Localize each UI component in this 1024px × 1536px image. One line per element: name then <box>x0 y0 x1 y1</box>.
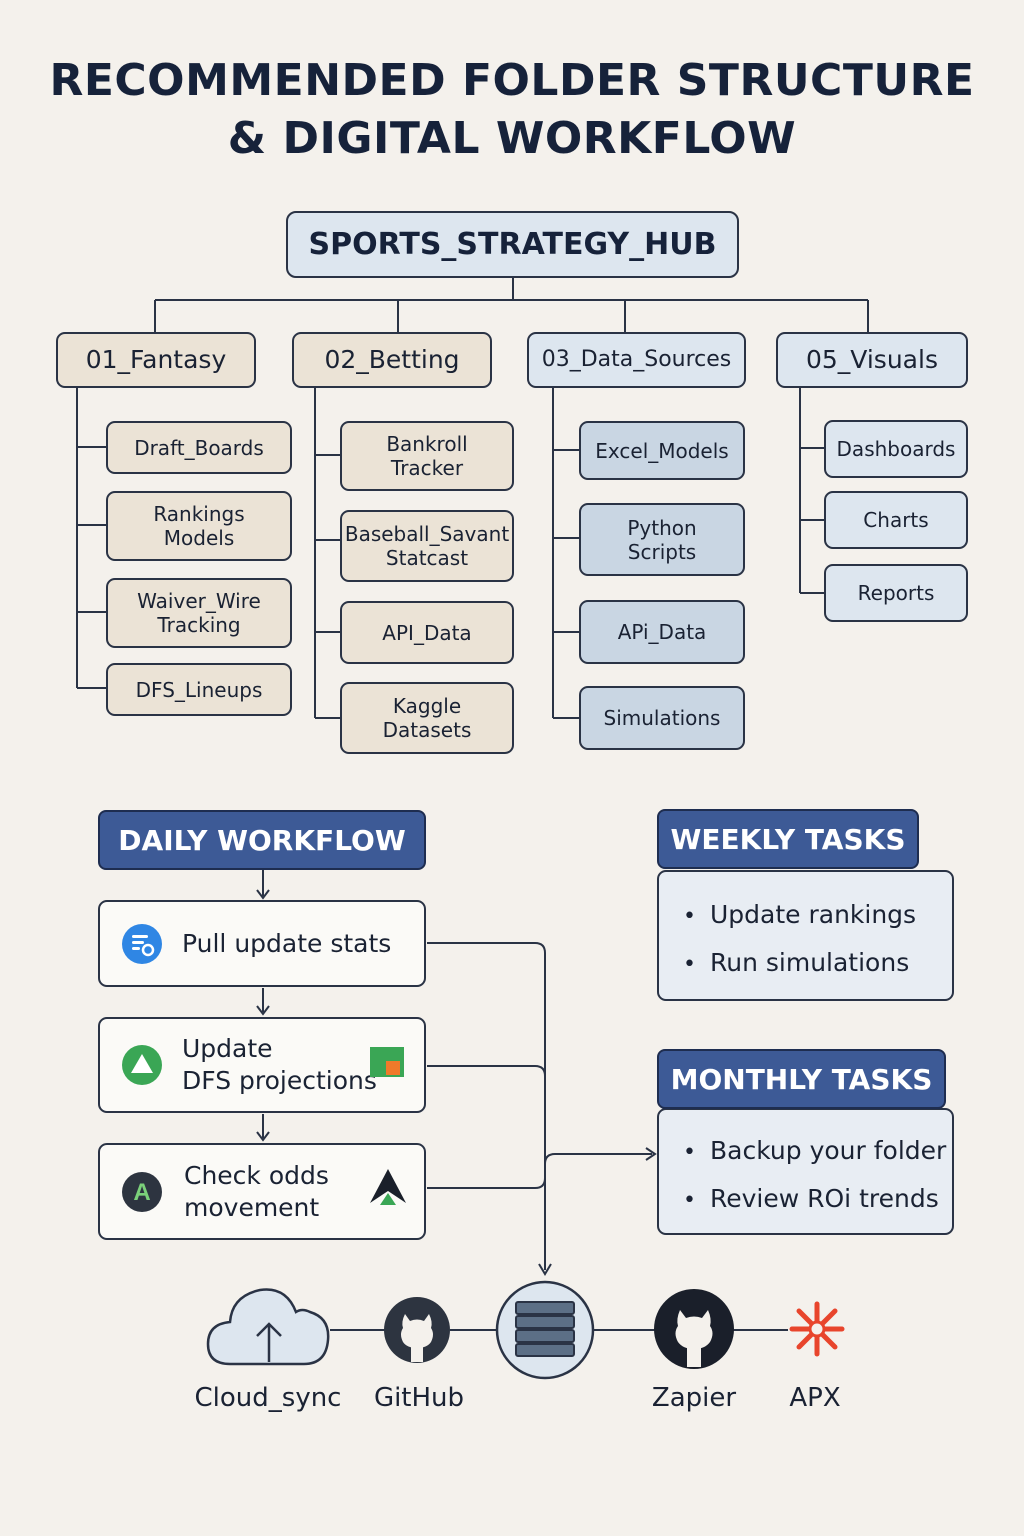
subfolder-charts[interactable]: Charts <box>824 491 968 549</box>
folder-visuals[interactable]: 05_Visuals <box>776 332 968 388</box>
folder-fantasy-label: 01_Fantasy <box>85 345 227 374</box>
folder-data-sources[interactable]: 03_Data_Sources <box>527 332 746 388</box>
subfolder-baseball-savant-statcast[interactable]: Baseball_Savant Statcast <box>340 510 514 582</box>
cloud-upload-icon[interactable] <box>206 1282 332 1372</box>
subfolder-label: Statcast <box>385 546 469 570</box>
database-icon[interactable] <box>495 1280 595 1384</box>
weekly-tasks-header-label: WEEKLY TASKS <box>670 822 906 856</box>
monthly-tasks-header-label: MONTHLY TASKS <box>670 1062 933 1096</box>
weekly-tasks-list: Update rankings Run simulations <box>683 892 952 988</box>
subfolder-label: Models <box>163 526 235 550</box>
weekly-task-item: Update rankings <box>683 892 952 940</box>
weekly-task-item: Run simulations <box>683 940 952 988</box>
folder-betting-label: 02_Betting <box>324 345 460 374</box>
subfolder-label: Bankroll <box>386 432 468 456</box>
tool-label-apx: APX <box>789 1383 841 1413</box>
svg-text:A: A <box>133 1179 150 1206</box>
folder-fantasy[interactable]: 01_Fantasy <box>56 332 256 388</box>
tool-label-github: GitHub <box>373 1383 465 1413</box>
subfolder-bankroll-tracker[interactable]: Bankroll Tracker <box>340 421 514 491</box>
subfolder-label: Kaggle <box>392 694 462 718</box>
subfolder-label: Rankings <box>153 502 245 526</box>
subfolder-label: Python <box>627 515 697 540</box>
github-icon[interactable] <box>383 1296 451 1368</box>
step-label-group: Check odds movement <box>184 1160 329 1224</box>
subfolder-api-data[interactable]: API_Data <box>340 601 514 664</box>
monthly-tasks-panel: Backup your folder Review ROi trends <box>657 1108 954 1235</box>
stats-icon <box>122 923 162 964</box>
subfolder-label: Charts <box>863 508 929 532</box>
subfolder-reports[interactable]: Reports <box>824 564 968 622</box>
subfolder-simulations[interactable]: Simulations <box>579 686 745 750</box>
root-folder-label: SPORTS_STRATEGY_HUB <box>308 226 717 262</box>
step-label: movement <box>184 1192 320 1222</box>
triangle-icon <box>122 1045 162 1085</box>
monthly-tasks-list: Backup your folder Review ROi trends <box>683 1128 952 1224</box>
step-label-group: Update DFS projections <box>182 1033 377 1097</box>
subfolder-label: Tracker <box>390 456 464 480</box>
subfolder-excel-models[interactable]: Excel_Models <box>579 421 745 480</box>
subfolder-api-data-sources[interactable]: APi_Data <box>579 600 745 664</box>
title-line-1: RECOMMENDED FOLDER STRUCTURE <box>49 55 975 106</box>
subfolder-waiver-wire-tracking[interactable]: Waiver_Wire Tracking <box>106 578 292 648</box>
title-line-2: & DIGITAL WORKFLOW <box>227 113 797 164</box>
subfolder-dfs-lineups[interactable]: DFS_Lineups <box>106 663 292 716</box>
subfolder-dashboards[interactable]: Dashboards <box>824 420 968 478</box>
step-check-odds-movement[interactable]: A Check odds movement <box>98 1143 426 1240</box>
step-label: Update <box>182 1034 273 1063</box>
weekly-tasks-panel: Update rankings Run simulations <box>657 870 954 1001</box>
subfolder-label: Baseball_Savant <box>344 522 510 546</box>
subfolder-label: Excel_Models <box>595 438 729 463</box>
subfolder-label: Datasets <box>382 718 472 742</box>
root-folder[interactable]: SPORTS_STRATEGY_HUB <box>286 211 739 278</box>
tool-label-zapier: Zapier <box>651 1383 737 1413</box>
step-update-dfs-projections[interactable]: Update DFS projections <box>98 1017 426 1113</box>
subfolder-label: API_Data <box>382 620 472 645</box>
subfolder-label: Waiver_Wire <box>137 589 261 613</box>
asterisk-icon[interactable] <box>788 1300 846 1362</box>
daily-workflow-header: DAILY WORKFLOW <box>98 810 426 870</box>
weekly-tasks-header: WEEKLY TASKS <box>657 809 919 869</box>
subfolder-rankings-models[interactable]: Rankings Models <box>106 491 292 561</box>
subfolder-label: DFS_Lineups <box>135 677 263 702</box>
folder-data-sources-label: 03_Data_Sources <box>541 346 732 372</box>
daily-workflow-header-label: DAILY WORKFLOW <box>118 823 406 857</box>
subfolder-python-scripts[interactable]: Python Scripts <box>579 503 745 576</box>
step-label: Pull update stats <box>182 929 392 958</box>
spreadsheet-icon <box>370 1047 404 1083</box>
subfolder-label: APi_Data <box>617 620 707 644</box>
step-pull-update-stats[interactable]: Pull update stats <box>98 900 426 987</box>
folder-visuals-label: 05_Visuals <box>806 345 938 374</box>
tool-label-cloud-sync: Cloud_sync <box>194 1383 342 1413</box>
step-label: Check odds <box>184 1160 329 1190</box>
arrow-logo-icon <box>368 1167 408 1215</box>
subfolder-draft-boards[interactable]: Draft_Boards <box>106 421 292 474</box>
subfolder-label: Simulations <box>603 706 721 730</box>
folder-betting[interactable]: 02_Betting <box>292 332 492 388</box>
subfolder-kaggle-datasets[interactable]: Kaggle Datasets <box>340 682 514 754</box>
subfolder-label: Tracking <box>157 613 241 637</box>
subfolder-label: Reports <box>857 581 935 605</box>
step-label: DFS projections <box>182 1066 377 1095</box>
subfolder-label: Dashboards <box>836 437 956 461</box>
letter-a-icon: A <box>122 1171 162 1212</box>
subfolder-label: Draft_Boards <box>134 435 264 460</box>
monthly-task-item: Review ROi trends <box>683 1176 952 1224</box>
monthly-tasks-header: MONTHLY TASKS <box>657 1049 946 1109</box>
monthly-task-item: Backup your folder <box>683 1128 952 1176</box>
page-title: RECOMMENDED FOLDER STRUCTURE & DIGITAL W… <box>0 52 1024 168</box>
subfolder-label: Scripts <box>627 539 697 564</box>
zapier-github-icon[interactable] <box>653 1288 735 1374</box>
